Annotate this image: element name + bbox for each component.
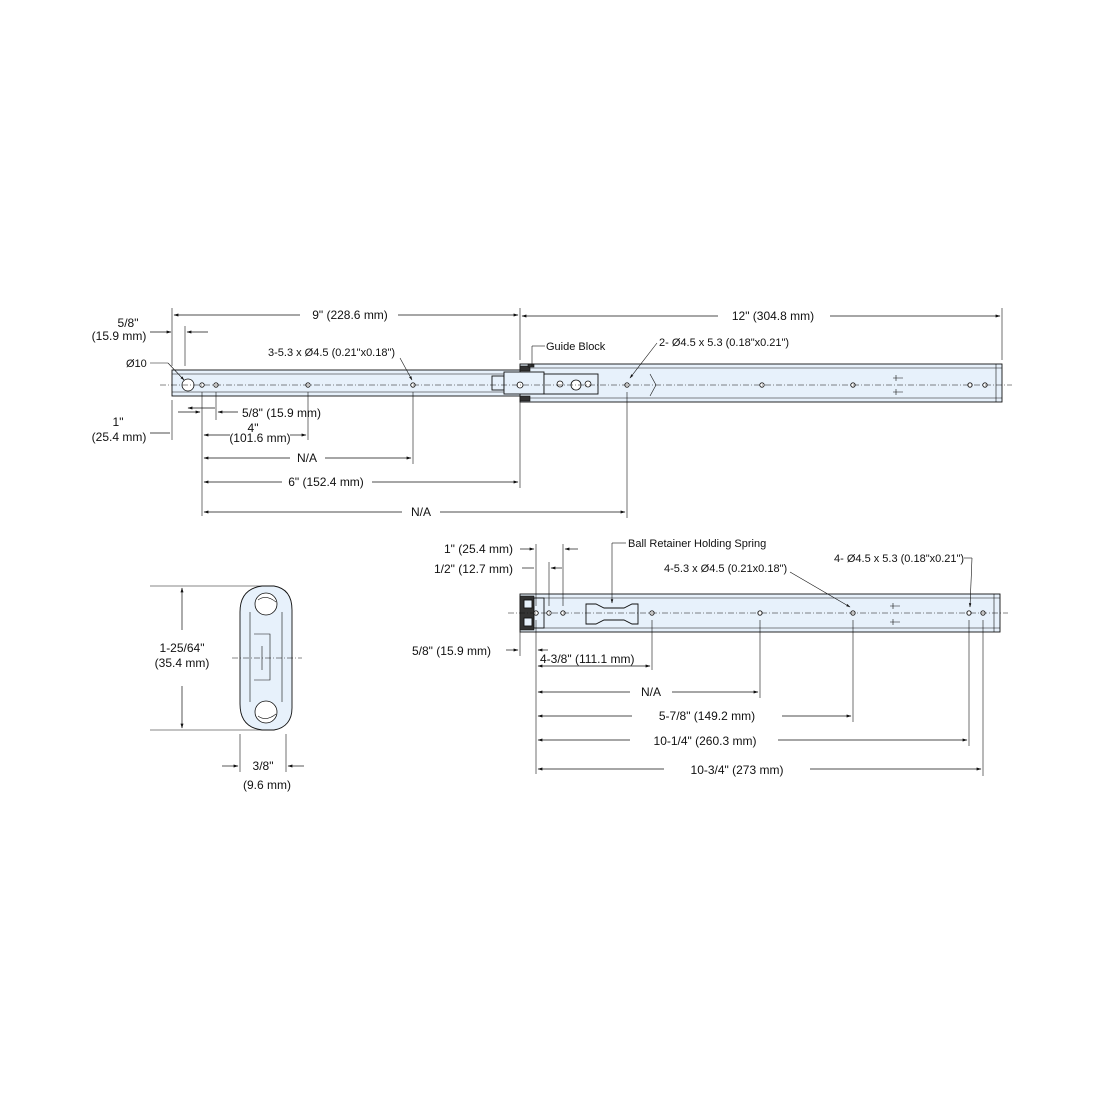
dim-10-1-4-label: 10-1/4" (260.3 mm) [654,734,757,748]
bottom-view: 1" (25.4 mm) 1/2" (12.7 mm) Ball Retaine… [412,538,1008,777]
dim-4in-label-1: 4" [248,421,259,435]
dim-na-1-label: N/A [297,451,317,465]
note-spring: Ball Retainer Holding Spring [628,538,766,550]
dim-1in-bottom-label: 1" (25.4 mm) [444,542,513,556]
dim-width-label-1: 3/8" [253,759,274,773]
dim-height-label-2: (35.4 mm) [155,656,210,670]
dim-dia10-label: Ø10 [126,358,147,370]
dim-na-bottom-label: N/A [641,685,661,699]
dim-1in-label-2: (25.4 mm) [92,430,147,444]
inner-member [171,369,523,397]
dim-1-2-label: 1/2" (12.7 mm) [434,562,513,576]
note-holes-left-bottom: 4-5.3 x Ø4.5 (0.21x0.18") [664,563,787,575]
dim-4-3-8-label: 4-3/8" (111.1 mm) [540,652,635,666]
dim-5-8-bottom-label: 5/8" (15.9 mm) [412,644,491,658]
dim-10-3-4-label: 10-3/4" (273 mm) [691,763,784,777]
dim-5-8-hole-label: 5/8" (15.9 mm) [242,406,321,420]
dim-na-2-label: N/A [411,505,431,519]
dim-height-label-1: 1-25/64" [160,641,205,655]
dim-6in-label: 6" (152.4 mm) [288,475,364,489]
dim-5-7-8-label: 5-7/8" (149.2 mm) [659,709,755,723]
dim-5-8-top-label-1: 5/8" [118,316,139,330]
top-view: 9" (228.6 mm) 12" (304.8 mm) 5/8" (15.9 … [92,308,1012,519]
dim-4in-label-2: (101.6 mm) [229,431,290,445]
dim-12in-label: 12" (304.8 mm) [732,309,814,323]
dim-9in-label: 9" (228.6 mm) [312,308,388,322]
dim-1in-label-1: 1" [113,415,124,429]
profile-view: 1-25/64" (35.4 mm) 3/8" (9.6 mm) [150,585,304,792]
note-holes-left: 3-5.3 x Ø4.5 (0.21"x0.18") [268,347,395,359]
dim-width-label-2: (9.6 mm) [243,778,291,792]
note-holes-right-bottom: 4- Ø4.5 x 5.3 (0.18"x0.21") [834,553,964,565]
note-guide-block: Guide Block [546,341,606,353]
note-holes-right: 2- Ø4.5 x 5.3 (0.18"x0.21") [659,337,789,349]
ball-retainer-spring [585,603,639,625]
dim-5-8-top-label-2: (15.9 mm) [92,329,147,343]
